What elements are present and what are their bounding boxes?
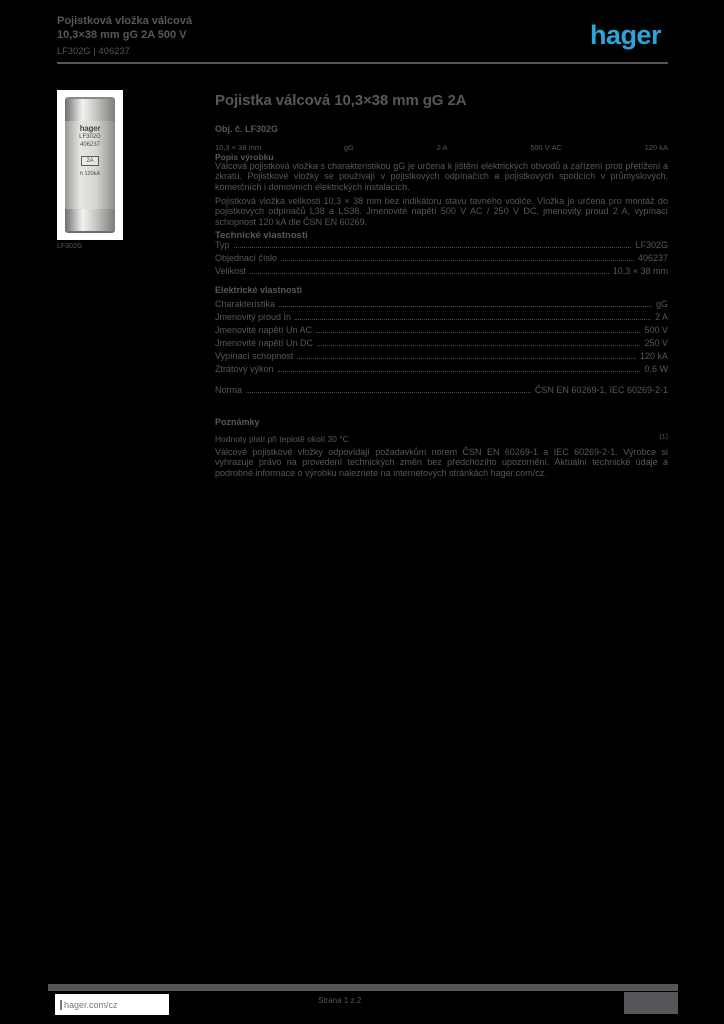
fuse-bottom-cap [65, 209, 115, 233]
product-photo: hager LF302G 406237 2A h 120kA [57, 90, 123, 240]
description-paragraph-2: Pojistková vložka velikosti 10,3 × 38 mm… [215, 196, 668, 227]
header-reference: LF302G | 406237 [57, 46, 130, 56]
spec-label: Jmenovité napětí Un DC [215, 338, 314, 348]
spec-row: Jmenovité napětí Un AC 500 V [215, 325, 668, 338]
footer-logo-block [624, 992, 678, 1014]
order-reference: Obj. č. LF302G [215, 124, 279, 134]
dotted-leader [281, 260, 634, 261]
spec-label: Objednací číslo [215, 253, 278, 263]
spec-label: Jmenovitý proud In [215, 312, 292, 322]
fuse-image: hager LF302G 406237 2A h 120kA [65, 97, 115, 233]
spec-label: Norma [215, 385, 243, 395]
fuse-breaking-label: h 120kA [79, 171, 101, 177]
spec-label: Vypínací schopnost [215, 351, 294, 361]
footer-website-box: hager.com/cz [55, 994, 169, 1015]
meta-item: 500 V AC [530, 143, 562, 152]
spec-value: 2 A [654, 312, 668, 322]
meta-item: 2 A [436, 143, 448, 152]
dotted-leader [246, 392, 531, 393]
spec-value: gG [655, 299, 668, 309]
hager-logo: hager [590, 20, 662, 50]
spec-value: 406237 [637, 253, 668, 263]
description-heading: Popis výrobku [215, 152, 274, 162]
note-intro-line: Hodnoty platí při teplotě okolí 30 °C (1… [215, 434, 668, 444]
header-rule [57, 62, 668, 64]
specs-heading: Technické vlastnosti [215, 230, 308, 241]
spec-value: LF302G [635, 240, 668, 250]
fuse-ref-label: LF302G [79, 134, 101, 140]
spec-value: ČSN EN 60269-1, IEC 60269-2-1 [534, 385, 668, 395]
description-paragraph-1: Válcová pojistková vložka s charakterist… [215, 161, 668, 192]
meta-item: gG [343, 143, 354, 152]
spec-row: Velikost 10,3 × 38 mm [215, 266, 668, 279]
note-paragraph: Válcové pojistkové vložky odpovídají pož… [215, 447, 668, 478]
spec-row: Charakteristika gG [215, 299, 668, 312]
fuse-body: hager LF302G 406237 2A h 120kA [65, 121, 115, 209]
meta-row: 10,3 × 38 mm gG 2 A 500 V AC 120 kA [215, 143, 668, 152]
fuse-top-cap [65, 97, 115, 121]
main-content: Pojistka válcová 10,3×38 mm gG 2A Obj. č… [215, 90, 668, 490]
dotted-leader [316, 332, 641, 333]
footnote-marker: (1) [659, 434, 668, 441]
meta-item: 10,3 × 38 mm [215, 143, 262, 152]
fuse-code-label: 406237 [79, 142, 101, 148]
product-photo-caption: LF302G [57, 243, 83, 250]
footer-website: hager.com/cz [64, 999, 118, 1010]
dotted-leader [233, 247, 632, 248]
spec-value: 500 V [644, 325, 668, 335]
footer-page-label: Strana 1 z 2 [318, 996, 362, 1005]
dotted-leader [250, 273, 609, 274]
spec-label: Typ [215, 240, 230, 250]
spec-value: 10,3 × 38 mm [612, 266, 668, 276]
note-intro-text: Hodnoty platí při teplotě okolí 30 °C [215, 434, 349, 444]
specs-table: Typ LF302G Objednací číslo 406237 Velikost… [215, 240, 668, 398]
fuse-brand-label: hager [79, 124, 101, 133]
specs-subheader: Elektrické vlastnosti [215, 285, 303, 295]
spec-row: Jmenovitý proud In 2 A [215, 312, 668, 325]
dotted-leader [297, 358, 636, 359]
spec-row: Typ LF302G [215, 240, 668, 253]
spec-value: 250 V [644, 338, 668, 348]
page-title: Pojistka válcová 10,3×38 mm gG 2A [215, 92, 467, 109]
spec-value: 120 kA [639, 351, 668, 361]
fuse-rating-label: 2A [81, 156, 99, 166]
dotted-leader [317, 345, 641, 346]
dotted-leader [277, 371, 641, 372]
hager-flag-mark [60, 999, 62, 1010]
dotted-leader [279, 306, 652, 307]
notes-heading: Poznámky [215, 417, 260, 427]
spec-row: Objednací číslo 406237 [215, 253, 668, 266]
spec-label: Ztrátový výkon [215, 364, 274, 374]
spec-row: Ztrátový výkon 0,6 W [215, 364, 668, 377]
spec-row: Jmenovité napětí Un DC 250 V [215, 338, 668, 351]
spec-value: 0,6 W [644, 364, 668, 374]
spec-label: Charakteristika [215, 299, 276, 309]
meta-item: 120 kA [644, 143, 668, 152]
spec-label: Velikost [215, 266, 247, 276]
spec-row: Norma ČSN EN 60269-1, IEC 60269-2-1 [215, 385, 668, 398]
dotted-leader [295, 319, 651, 320]
header-product-title: Pojistková vložka válcová 10,3×38 mm gG … [57, 15, 193, 41]
spec-row: Vypínací schopnost 120 kA [215, 351, 668, 364]
spec-label: Jmenovité napětí Un AC [215, 325, 313, 335]
footer-rule [48, 984, 678, 991]
